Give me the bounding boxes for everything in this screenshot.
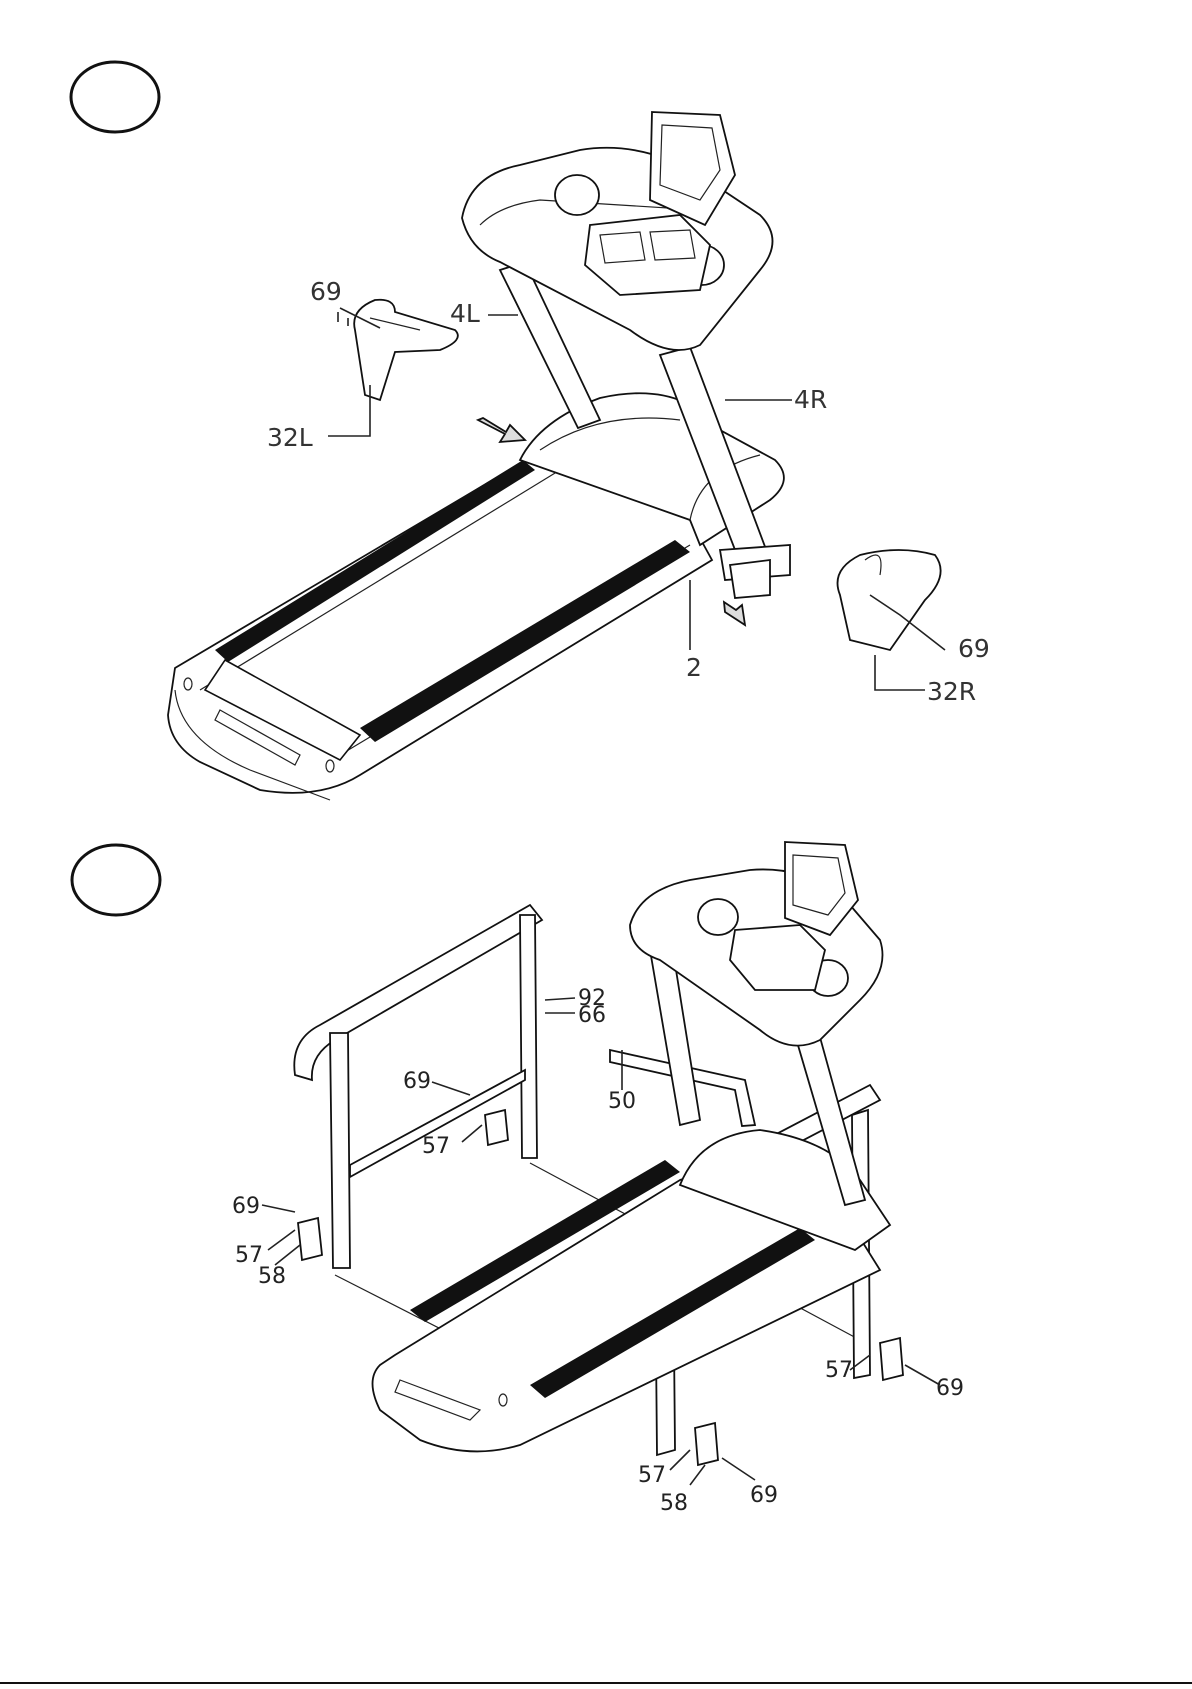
- label-4l: 4L: [450, 299, 480, 328]
- label-69: 69: [936, 1376, 964, 1401]
- label-69: 69: [750, 1483, 778, 1508]
- end-cap-right: [880, 1338, 903, 1380]
- label-58: 58: [660, 1491, 688, 1516]
- end-cap-58-bottom: [695, 1423, 718, 1465]
- label-69: 69: [403, 1069, 431, 1094]
- label-57: 57: [638, 1463, 666, 1488]
- label-4r: 4R: [794, 385, 827, 414]
- label-32r: 32R: [927, 677, 976, 706]
- cover-32l: [354, 300, 458, 400]
- label-50: 50: [608, 1089, 636, 1114]
- end-cap-58-left: [298, 1218, 322, 1260]
- label-2: 2: [686, 653, 702, 682]
- label-32l: 32L: [267, 423, 313, 452]
- treadmill-deck-2: [373, 1130, 891, 1451]
- label-69: 69: [958, 634, 990, 663]
- step-2-figure: 92 66 69 50 57 69 57 58 57 69 57 58 69: [72, 842, 964, 1516]
- label-58: 58: [258, 1264, 286, 1289]
- step-1-figure: 69 4L 32L 4R 69 2 32R: [71, 62, 990, 800]
- label-66: 66: [578, 1003, 606, 1028]
- step-2-marker: [72, 845, 160, 915]
- label-57: 57: [422, 1134, 450, 1159]
- label-69: 69: [310, 277, 342, 306]
- label-69: 69: [232, 1194, 260, 1219]
- treadmill-deck-1: [168, 449, 712, 800]
- step-1-marker: [71, 62, 159, 132]
- label-57: 57: [825, 1358, 853, 1383]
- end-cap-57-mid: [485, 1110, 508, 1145]
